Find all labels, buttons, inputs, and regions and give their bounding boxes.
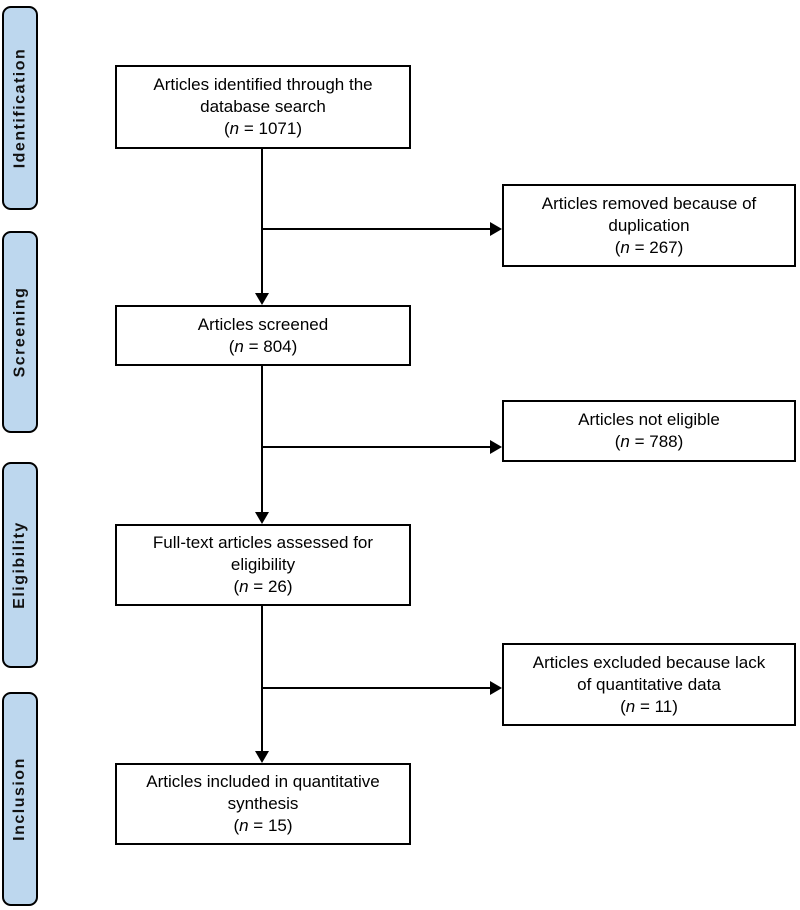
arrow-right-icon [490,440,502,454]
count-value: 11 [654,696,673,716]
count-n-symbol: n [620,237,630,257]
stage-inclusion-label: Inclusion [11,757,29,841]
box-count: (n = 788) [615,431,684,453]
arrow-down-icon [255,751,269,763]
box-text-line: Articles identified through the [153,75,373,94]
count-equals: = [629,432,650,451]
arrow-right-icon [490,222,502,236]
box-articles-screened: Articles screened (n = 804) [115,305,411,366]
count-open-paren: ( [228,336,235,356]
count-equals: = [239,119,259,138]
box-removed-duplication: Articles removed because of duplication … [502,184,796,267]
stage-eligibility-label: Eligibility [11,521,28,609]
count-open-paren: ( [223,119,230,138]
count-equals: = [248,577,268,596]
box-count: (n = 15) [233,815,292,837]
box-text-line: Articles excluded because lack [532,652,766,672]
count-close-paren: ) [286,816,293,835]
count-value: 26 [267,577,287,596]
stage-eligibility: Eligibility [2,462,38,668]
box-text-line: database search [200,97,326,116]
box-fulltext-assessed: Full-text articles assessed for eligibil… [115,524,411,606]
count-value: 267 [649,237,678,257]
count-close-paren: ) [291,336,298,356]
count-value: 1071 [258,119,297,138]
box-text-line: of quantitative data [577,674,721,694]
count-open-paren: ( [233,577,240,596]
connector-line-to-not-eligible [262,446,491,448]
box-articles-included: Articles included in quantitative synthe… [115,763,411,845]
count-equals: = [635,696,655,716]
connector-line-to-duplication [262,228,491,230]
count-n-symbol: n [234,336,244,356]
count-n-symbol: n [239,577,249,596]
box-text-line: duplication [608,215,690,235]
count-close-paren: ) [677,432,684,451]
box-text-line: Articles screened [197,314,329,334]
count-value: 788 [649,432,678,451]
box-text-line: Articles removed because of [541,193,757,213]
connector-line-fulltext-to-included [261,606,263,752]
box-count: (n = 11) [620,696,678,718]
stage-screening-label: Screening [11,286,29,378]
count-equals: = [629,237,650,257]
count-equals: = [248,816,268,835]
count-value: 15 [267,816,287,835]
connector-line-to-excluded [262,687,491,689]
box-text-line: Articles not eligible [578,410,720,429]
count-n-symbol: n [625,696,636,716]
count-n-symbol: n [239,816,249,835]
box-count: (n = 26) [233,576,292,598]
count-n-symbol: n [229,119,240,138]
box-count: (n = 267) [615,237,684,259]
box-not-eligible: Articles not eligible (n = 788) [502,400,796,462]
count-close-paren: ) [677,237,684,257]
count-open-paren: ( [620,696,626,716]
count-value: 804 [263,336,292,356]
stage-screening: Screening [2,231,38,433]
box-articles-identified: Articles identified through the database… [115,65,411,149]
count-close-paren: ) [296,119,302,138]
count-open-paren: ( [614,237,621,257]
box-text-line: Articles included in quantitative [146,772,380,791]
arrow-right-icon [490,681,502,695]
box-text-line: eligibility [230,555,296,574]
count-open-paren: ( [614,432,621,451]
stage-inclusion: Inclusion [2,692,38,906]
stage-identification: Identification [2,6,38,210]
box-count: (n = 804) [229,336,298,358]
arrow-down-icon [255,512,269,524]
count-open-paren: ( [233,816,240,835]
connector-line-screened-to-fulltext [261,366,263,513]
count-equals: = [243,336,264,356]
box-text-line: synthesis [227,794,299,813]
count-close-paren: ) [286,577,293,596]
box-text-line: Full-text articles assessed for [152,533,374,552]
connector-line-identified-to-screened [261,149,263,294]
arrow-down-icon [255,293,269,305]
stage-identification-label: Identification [11,47,28,169]
count-close-paren: ) [672,696,678,716]
box-excluded-quantitative: Articles excluded because lack of quanti… [502,643,796,726]
count-n-symbol: n [620,432,630,451]
box-count: (n = 1071) [224,118,302,140]
